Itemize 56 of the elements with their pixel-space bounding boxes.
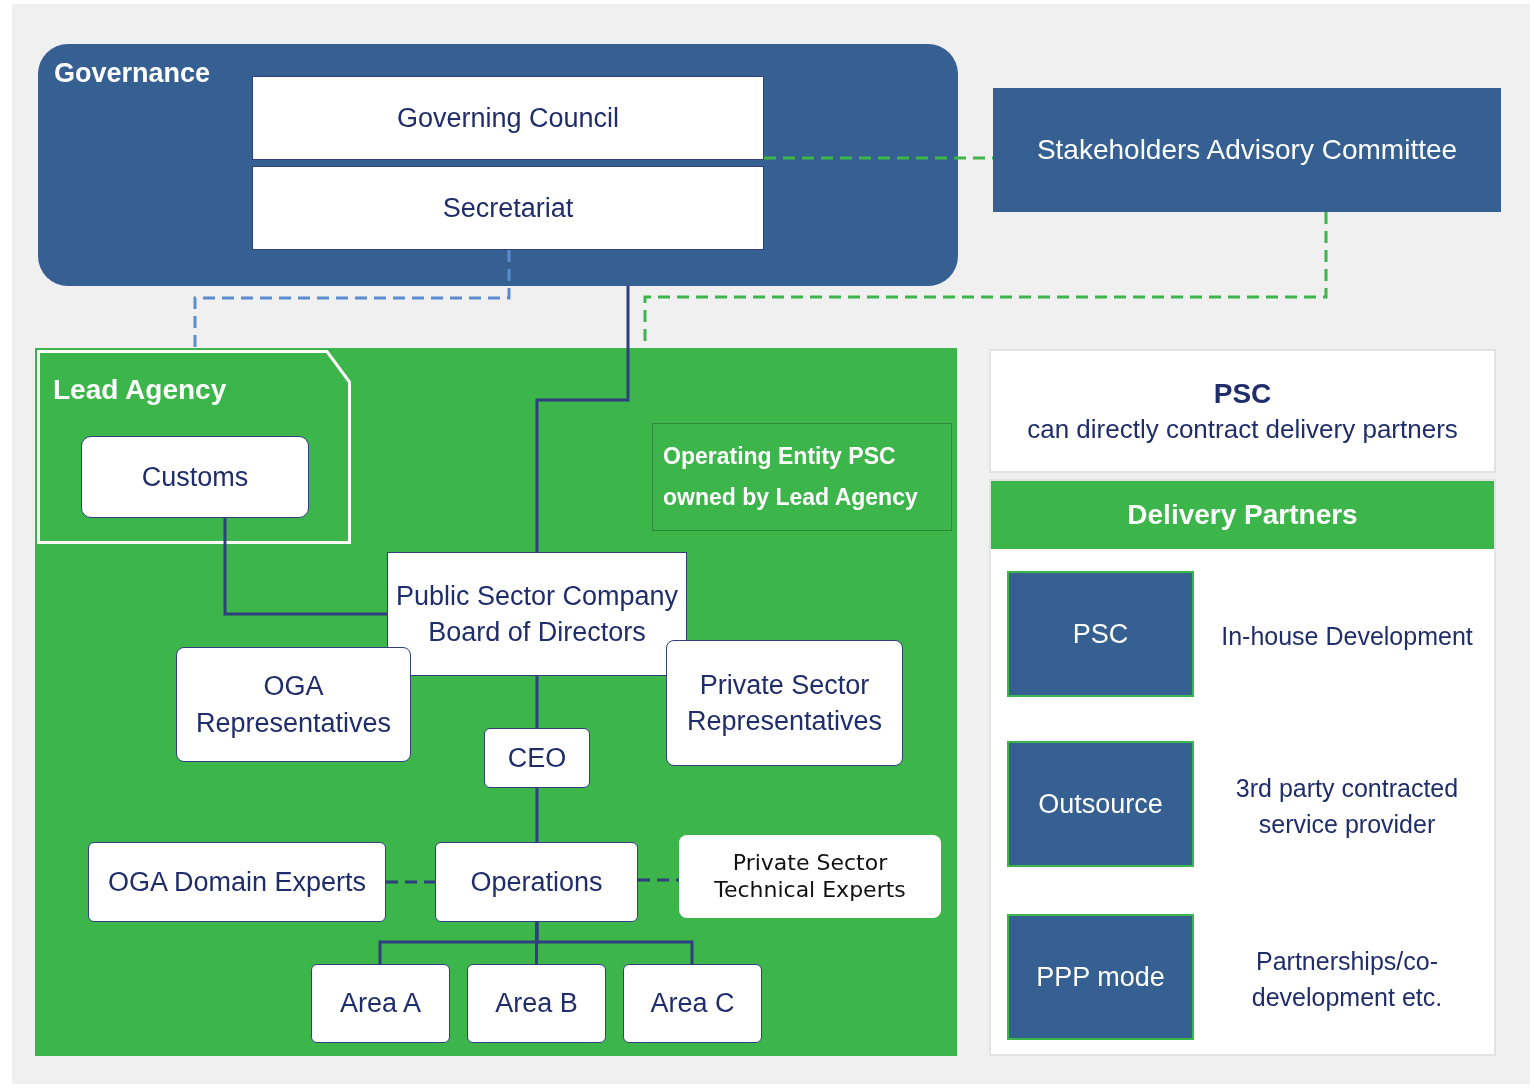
node-label: Operations [469, 865, 604, 899]
area-box [467, 964, 606, 1043]
node-label: Area A [338, 987, 423, 1021]
representatives-box [666, 640, 903, 766]
connector-line [223, 518, 387, 616]
board-box [387, 552, 687, 676]
node-label: Public Sector Company Board of Directors [394, 579, 680, 649]
customs-box [81, 436, 309, 518]
connector-line [535, 922, 694, 964]
area-box [623, 964, 762, 1043]
committee-box [993, 88, 1501, 212]
node-label: OGA Domain Experts [106, 865, 368, 899]
connector-line [535, 676, 539, 728]
connector-line [764, 156, 993, 160]
node-label: OGA Representatives [194, 670, 393, 740]
note-box [652, 423, 952, 531]
node-label: Outsource [1037, 787, 1164, 821]
panel-title: Governance [54, 58, 211, 89]
council-box [252, 76, 764, 160]
note-text: Operating Entity PSC owned by Lead Agency [662, 441, 919, 512]
area-box [311, 964, 450, 1043]
connector-line [535, 286, 630, 552]
representatives-box [176, 647, 411, 762]
lead-agency-panel [37, 350, 351, 544]
node-label: Area C [649, 987, 736, 1021]
panel-title: Lead Agency [53, 374, 227, 406]
node-label: CEO [506, 741, 568, 775]
governance-panel [38, 44, 958, 286]
connector-line [638, 878, 679, 882]
connector-line [535, 922, 538, 964]
experts-box [88, 842, 386, 922]
experts-box [679, 835, 941, 918]
node-label: PPP mode [1035, 960, 1166, 994]
description-text: 3rd party contracted service provider [1234, 772, 1460, 840]
panel-heading: Delivery Partners [991, 481, 1494, 549]
operating-entity-panel [35, 348, 957, 1056]
heading-text: PSC [1212, 376, 1273, 411]
description-text: In-house Development [1220, 620, 1474, 652]
node-label: PSC [1071, 617, 1130, 651]
node-label: Governing Council [395, 101, 621, 135]
node-label: Private Sector Technical Experts [713, 850, 907, 903]
connector-line [386, 880, 435, 884]
body-text: can directly contract delivery partners [1026, 413, 1459, 447]
description-text: Partnerships/co-development etc. [1250, 945, 1444, 1013]
node-label: Secretariat [441, 191, 575, 225]
connector-line [193, 250, 511, 350]
connector-line [535, 788, 539, 842]
operations-box [435, 842, 638, 922]
node-label: Private Sector Representatives [685, 668, 884, 738]
node-label: Area B [494, 987, 579, 1021]
info-box [989, 349, 1496, 473]
delivery-partners-panel [989, 479, 1496, 1056]
node-label: Customs [140, 460, 250, 494]
ceo-box [484, 728, 590, 788]
secretariat-box [252, 166, 764, 250]
node-label: Stakeholders Advisory Committee [1035, 133, 1459, 168]
